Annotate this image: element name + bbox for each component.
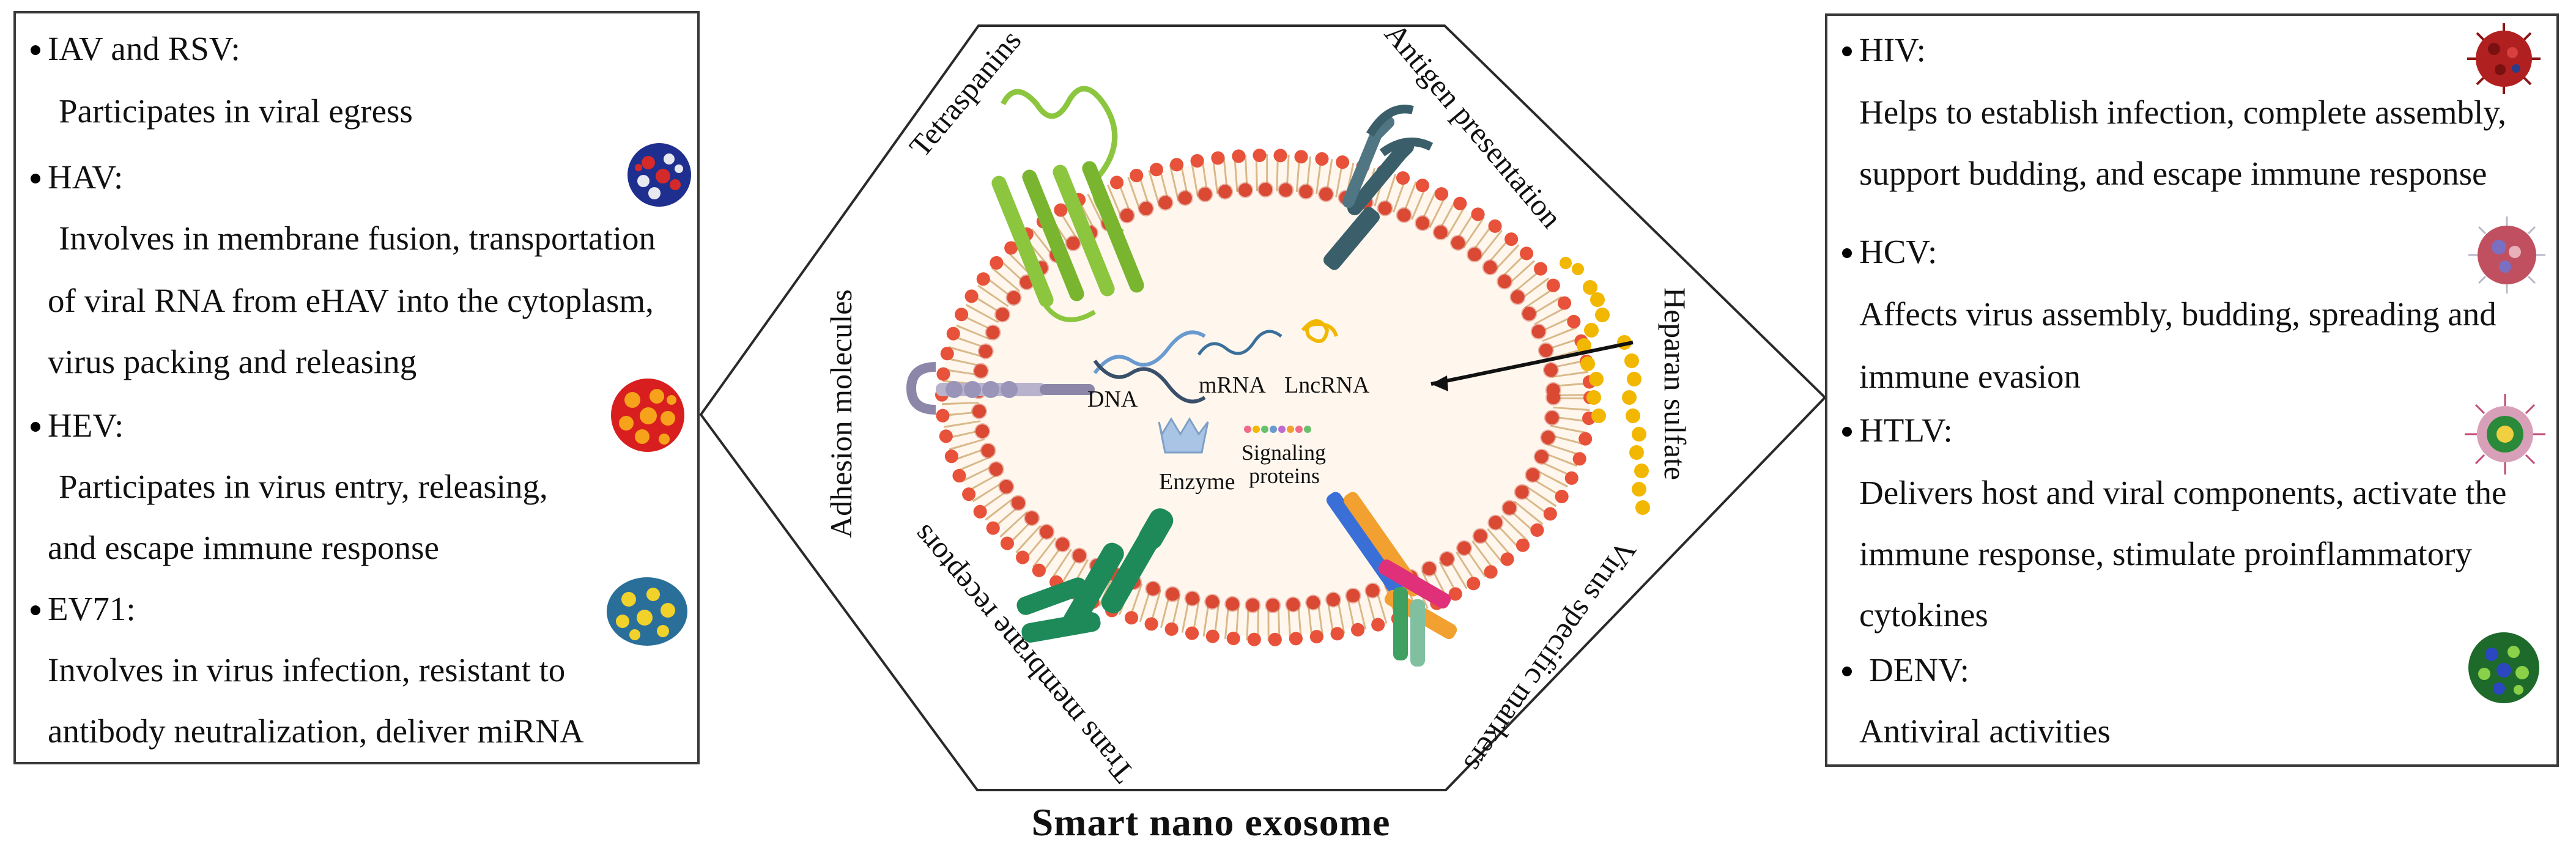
- lipid-bilayer: [935, 149, 1597, 646]
- bullet-dot: [31, 174, 40, 183]
- heparan-arrow: [1430, 341, 1634, 386]
- hev-virus-icon: [611, 379, 684, 452]
- ev71-desc-2: antibody neutralization, deliver miRNA: [48, 712, 584, 750]
- hev-desc-2: and escape immune response: [48, 529, 439, 566]
- lncrna-coil: [1301, 319, 1338, 343]
- signaling-label-1: Signaling: [1242, 440, 1326, 465]
- enzyme-label: Enzyme: [1159, 469, 1235, 495]
- hav-heading: HAV:: [48, 158, 124, 196]
- hiv-desc-2: support budding, and escape immune respo…: [1859, 155, 2487, 192]
- htlv-desc-2: immune response, stimulate proinflammato…: [1859, 535, 2473, 572]
- denv-virus-icon: [2468, 632, 2539, 703]
- ev71-desc-1: Involves in virus infection, resistant t…: [48, 651, 566, 689]
- bullet-dot: [31, 422, 40, 432]
- signaling-proteins-beads: [1244, 426, 1311, 433]
- hav-virus-icon: [627, 143, 691, 207]
- hcv-heading: HCV:: [1859, 233, 1938, 270]
- diagram-title: Smart nano exosome: [1031, 800, 1391, 844]
- adhesion-molecules-label: Adhesion molecules: [824, 289, 858, 538]
- virus-marker-proteins: [1326, 492, 1457, 667]
- enzyme-icon: [1158, 417, 1209, 454]
- denv-heading: DENV:: [1869, 651, 1969, 689]
- hav-desc-1: Involves in membrane fusion, transportat…: [59, 220, 656, 257]
- adhesion-molecule: [906, 362, 1095, 415]
- htlv-desc-1: Delivers host and viral components, acti…: [1859, 474, 2507, 511]
- left-virus-panel: IAV and RSV: Participates in viral egres…: [13, 11, 700, 764]
- hcv-desc-2: immune evasion: [1859, 358, 2081, 395]
- tetraspanin-protein: [991, 86, 1144, 322]
- hav-desc-3: virus packing and releasing: [48, 343, 417, 380]
- denv-desc-1: Antiviral activities: [1859, 712, 2111, 750]
- antigen-presentation-protein: [1323, 105, 1434, 270]
- bullet-dot: [31, 45, 40, 55]
- ev71-virus-icon: [607, 577, 687, 646]
- signaling-label-2: proteins: [1249, 464, 1320, 488]
- htlv-desc-3: cytokines: [1859, 596, 1988, 634]
- ev71-heading: EV71:: [48, 590, 136, 627]
- iav-rsv-desc-1: Participates in viral egress: [59, 92, 413, 130]
- hexagon-outline: [699, 24, 1827, 791]
- mrna-label: mRNA: [1199, 372, 1266, 398]
- bullet-dot: [1842, 46, 1852, 56]
- lncrna-label: LncRNA: [1284, 372, 1370, 398]
- bullet-dot: [1842, 667, 1852, 676]
- htlv-heading: HTLV:: [1859, 412, 1953, 449]
- right-virus-panel: HIV: Helps to establish infection, compl…: [1825, 13, 2559, 767]
- hev-heading: HEV:: [48, 407, 124, 444]
- hiv-desc-1: Helps to establish infection, complete a…: [1859, 94, 2506, 131]
- arrowhead: [1431, 375, 1448, 391]
- heparan-sulfate-label: Heparan sulfate: [1658, 287, 1692, 480]
- hcv-desc-1: Affects virus assembly, budding, spreadi…: [1859, 295, 2496, 333]
- hcv-virus-icon: [2468, 216, 2545, 294]
- dna-label: DNA: [1087, 386, 1138, 412]
- hev-desc-1: Participates in virus entry, releasing,: [59, 468, 548, 505]
- heparan-sulfate-chains: [1560, 257, 1650, 515]
- mrna-strand: [1197, 330, 1282, 356]
- htlv-virus-icon: [2465, 394, 2545, 475]
- dna-helix: [1093, 330, 1206, 404]
- hav-desc-2: of viral RNA from eHAV into the cytoplas…: [48, 282, 654, 319]
- bullet-dot: [1842, 248, 1852, 258]
- bullet-dot: [1842, 427, 1852, 437]
- bullet-dot: [31, 605, 40, 615]
- hiv-heading: HIV:: [1859, 31, 1926, 68]
- iav-rsv-heading: IAV and RSV:: [48, 30, 240, 67]
- hiv-virus-icon: [2467, 23, 2541, 94]
- transmembrane-receptor: [1016, 508, 1174, 643]
